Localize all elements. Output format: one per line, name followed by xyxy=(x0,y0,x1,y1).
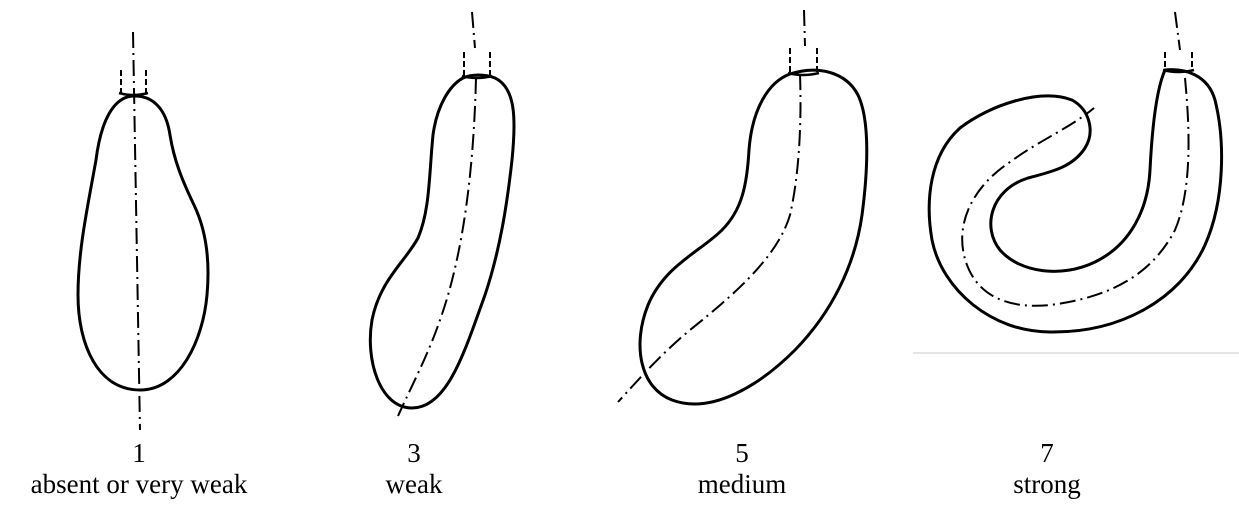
fruit-axis-5b xyxy=(618,74,801,402)
caption-note-3: 3 xyxy=(284,438,544,469)
fruit-shape-5 xyxy=(618,10,867,404)
fruit-axis-3a xyxy=(472,12,475,48)
caption-3: 3 weak xyxy=(284,438,544,500)
caption-5: 5 medium xyxy=(612,438,872,500)
fruit-stalk-3 xyxy=(464,52,490,76)
fruit-axis-3b xyxy=(398,78,476,416)
caption-7: 7 strong xyxy=(917,438,1177,500)
fruit-shape-7 xyxy=(929,12,1221,332)
fruit-stalk-5 xyxy=(790,48,817,72)
caption-note-5: 5 xyxy=(612,438,872,469)
caption-note-7: 7 xyxy=(917,438,1177,469)
fruit-outline-7 xyxy=(929,70,1221,332)
fruit-axis-5a xyxy=(804,10,805,46)
fruit-axis-1 xyxy=(133,32,140,430)
fruit-stalk-7 xyxy=(1165,52,1192,70)
caption-label-1: absent or very weak xyxy=(9,469,269,500)
fruit-outline-5 xyxy=(640,70,867,404)
caption-label-3: weak xyxy=(284,469,544,500)
caption-1: 1 absent or very weak xyxy=(9,438,269,500)
fruit-shape-1 xyxy=(78,32,208,430)
fruit-outline-1 xyxy=(78,96,208,390)
caption-label-5: medium xyxy=(612,469,872,500)
caption-label-7: strong xyxy=(917,469,1177,500)
fruit-axis-7a xyxy=(1175,12,1180,50)
fruit-shape-3 xyxy=(370,12,514,416)
caption-note-1: 1 xyxy=(9,438,269,469)
fruit-outline-3 xyxy=(370,75,514,408)
